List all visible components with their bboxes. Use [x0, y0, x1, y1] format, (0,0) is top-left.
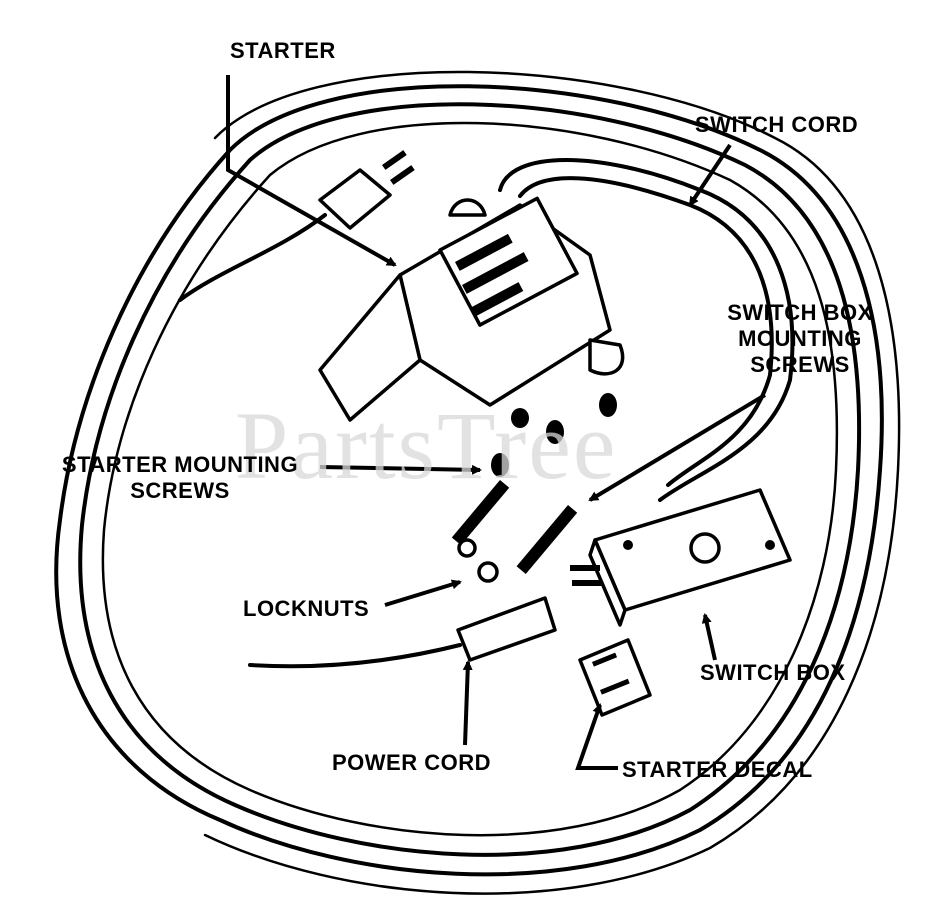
- label-line: SCREWS: [750, 352, 850, 377]
- label-switch-box-mounting-screws: SWITCH BOX MOUNTING SCREWS: [700, 300, 900, 378]
- leader-lines: [226, 75, 767, 770]
- label-starter: STARTER: [230, 38, 336, 63]
- switch-cord: [498, 158, 795, 502]
- switch-box-part: [570, 488, 792, 627]
- power-plug: [178, 150, 415, 302]
- label-line: SWITCH BOX: [727, 300, 873, 325]
- locknuts-parts: [457, 538, 499, 583]
- starter-decal-part: [578, 638, 652, 717]
- screws: [451, 393, 617, 574]
- label-line: STARTER MOUNTING: [61, 452, 299, 477]
- label-switch-box: SWITCH BOX: [700, 660, 846, 685]
- label-power-cord: POWER CORD: [332, 750, 491, 775]
- power-cord-plug: [248, 596, 557, 669]
- label-starter-decal: STARTER DECAL: [622, 757, 813, 782]
- label-locknuts: LOCKNUTS: [243, 596, 370, 621]
- label-starter-mounting-screws: STARTER MOUNTING SCREWS: [40, 452, 320, 504]
- label-line: SCREWS: [130, 478, 230, 503]
- label-line: MOUNTING: [738, 326, 862, 351]
- starter-unit: [318, 196, 625, 422]
- watermark: PartsTree: [235, 392, 618, 499]
- cord-coils: [54, 70, 901, 895]
- label-switch-cord: SWITCH CORD: [695, 112, 859, 137]
